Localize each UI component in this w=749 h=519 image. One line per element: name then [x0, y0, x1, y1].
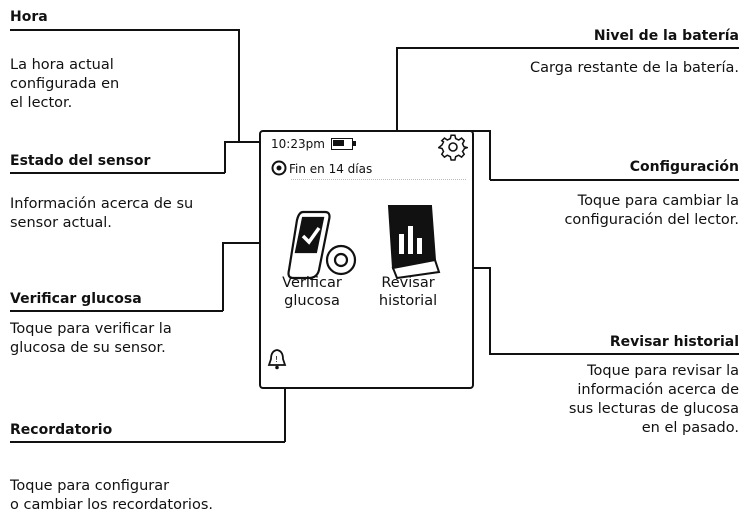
- hora-description: La hora actual configurada en el lector.: [10, 57, 120, 111]
- gear-icon[interactable]: [438, 132, 468, 162]
- bateria-underline: [396, 47, 739, 49]
- recordatorio-underline: [10, 441, 285, 443]
- recordatorio-heading: Recordatorio: [10, 422, 113, 438]
- review-history-label[interactable]: Revisar historial: [378, 275, 438, 309]
- configuracion-underline: [490, 179, 739, 181]
- estado-description: Información acerca de su sensor actual.: [10, 196, 194, 231]
- hora-underline: [10, 29, 238, 31]
- configuracion-description: Toque para cambiar la configuración del …: [564, 193, 739, 228]
- estado-connector: [224, 141, 226, 173]
- hora-heading: Hora: [10, 9, 48, 25]
- history-book-icon[interactable]: [379, 200, 449, 280]
- time-display: 10:23pm: [271, 137, 325, 151]
- verificar-heading: Verificar glucosa: [10, 291, 142, 307]
- historial-description: Toque para revisar la información acerca…: [568, 363, 739, 436]
- check-glucose-label[interactable]: Verificar glucosa: [282, 275, 342, 309]
- recordatorio-connector: [284, 368, 286, 442]
- verificar-description: Toque para verificar la glucosa de su se…: [10, 321, 172, 356]
- historial-underline: [489, 353, 739, 355]
- sensor-status: Fin en 14 días: [289, 162, 373, 176]
- bateria-connector: [396, 47, 398, 142]
- bateria-description: Carga restante de la batería.: [530, 60, 739, 76]
- estado-underline: [10, 172, 225, 174]
- configuracion-connector: [489, 130, 491, 180]
- divider: [291, 179, 466, 180]
- hora-connector: [238, 29, 240, 142]
- verificar-underline: [10, 310, 223, 312]
- configuracion-heading: Configuración: [629, 159, 739, 175]
- estado-connector-h: [224, 141, 268, 143]
- estado-heading: Estado del sensor: [10, 153, 151, 169]
- configuracion-connector-h: [460, 130, 490, 132]
- verificar-connector-h: [222, 242, 286, 244]
- verificar-connector: [222, 242, 224, 311]
- battery-fill: [333, 140, 344, 146]
- historial-connector: [489, 267, 491, 354]
- svg-text:!: !: [275, 355, 278, 364]
- battery-icon: [331, 138, 356, 150]
- reader-check-icon[interactable]: [283, 204, 363, 284]
- sensor-icon: [271, 160, 287, 176]
- reader-screen: 10:23pm Fin en 14 días Verificar glucosa: [259, 130, 474, 389]
- historial-heading: Revisar historial: [609, 334, 739, 350]
- bateria-heading: Nivel de la batería: [593, 28, 739, 44]
- bell-icon[interactable]: !: [267, 348, 287, 370]
- recordatorio-description: Toque para configurar o cambiar los reco…: [10, 478, 213, 513]
